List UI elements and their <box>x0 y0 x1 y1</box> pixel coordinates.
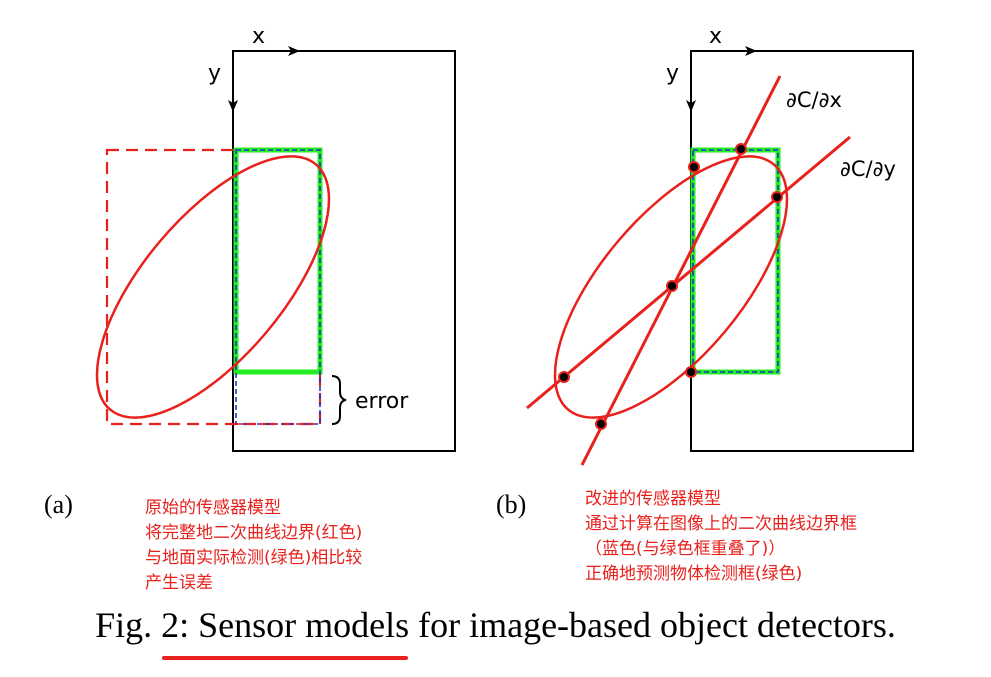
dcdy-line <box>526 135 851 410</box>
note-line: 改进的传感器模型 <box>585 489 721 509</box>
note-line: 通过计算在图像上的二次曲线边界框 <box>585 514 857 534</box>
note-line: 正确地预测物体检测框(绿色) <box>585 564 803 584</box>
point-center <box>666 280 678 292</box>
caption-suffix: for image-based object detectors. <box>409 605 896 645</box>
point-bottom <box>595 418 607 430</box>
error-brace <box>331 375 347 425</box>
figure-caption: Fig. 2: Sensor models for image-based ob… <box>0 604 991 646</box>
note-line: 与地面实际检测(绿色)相比较 <box>145 548 363 568</box>
point-right-lower <box>685 366 697 378</box>
point-right <box>771 191 783 203</box>
note-line: 原始的传感器模型 <box>145 498 281 518</box>
predicted-box-a <box>235 149 321 425</box>
dcdy-label: ∂C/∂y <box>840 157 896 181</box>
conic-ellipse-a <box>95 155 331 419</box>
predicted-box-b <box>692 149 779 373</box>
x-axis-label-a: x <box>252 24 265 49</box>
panel-a-note: 原始的传感器模型 将完整地二次曲线边界(红色) 与地面实际检测(绿色)相比较 产… <box>145 496 362 596</box>
panel-b: x y ∂C/∂x ∂C/∂y <box>526 24 914 466</box>
note-line: 将完整地二次曲线边界(红色) <box>145 523 363 543</box>
point-left <box>558 371 570 383</box>
conic-ellipse-b <box>553 155 789 419</box>
panel-a: x y error <box>95 24 456 452</box>
panel-b-note: 改进的传感器模型 通过计算在图像上的二次曲线边界框 （蓝色(与绿色框重叠了)） … <box>585 487 857 587</box>
caption-prefix: Fig. 2: <box>95 605 199 645</box>
point-left-upper <box>688 161 700 173</box>
x-axis-label-b: x <box>709 24 722 49</box>
y-axis-label-a: y <box>208 61 221 86</box>
image-frame-a <box>232 50 456 452</box>
caption-highlight-underline <box>162 656 408 660</box>
dcdx-line <box>580 75 782 466</box>
ground-truth-box-b <box>690 147 781 375</box>
note-line: （蓝色(与绿色框重叠了)） <box>585 539 786 559</box>
intersection-points <box>558 143 783 430</box>
panel-a-label: (a) <box>44 490 73 519</box>
y-axis-label-b: y <box>666 61 679 86</box>
dcdx-label: ∂C/∂x <box>786 88 842 112</box>
ground-truth-box-a <box>233 147 323 375</box>
note-line: 产生误差 <box>145 573 213 593</box>
point-top <box>735 143 747 155</box>
caption-underlined: Sensor models <box>198 605 410 645</box>
error-label: error <box>355 389 409 414</box>
panel-b-label: (b) <box>496 490 527 519</box>
